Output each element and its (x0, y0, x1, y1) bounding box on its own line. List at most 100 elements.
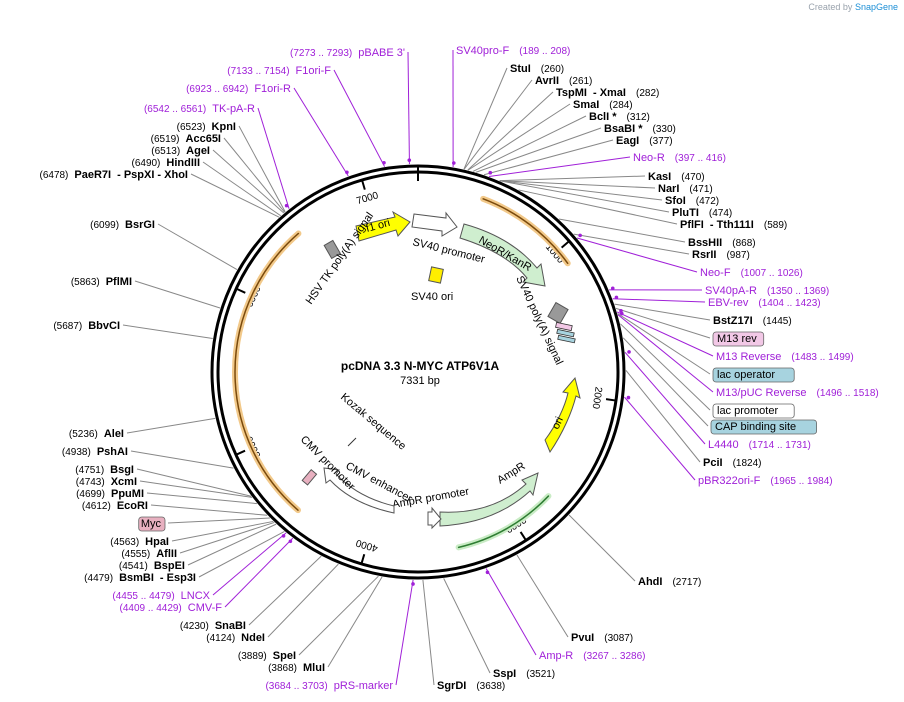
label-bcli[interactable]: BclI *(312) (589, 111, 650, 123)
bsshii-pos: (868) (732, 238, 755, 249)
label-spei[interactable]: (3889)SpeI (238, 650, 296, 662)
m13-rev-box (712, 331, 765, 347)
label-tk-pa-r[interactable]: (6542 .. 6561)TK-pA-R (144, 103, 255, 115)
label-agei[interactable]: (6513)AgeI (151, 145, 210, 157)
label-neo-f[interactable]: Neo-F(1007 .. 1026) (700, 267, 803, 279)
paer7i-name: PaeR7I (74, 169, 111, 181)
label-plu[interactable]: PluTI(474) (672, 207, 732, 219)
l4440-leader (624, 351, 706, 445)
cmv-f-pos: (4409 .. 4429) (120, 603, 182, 614)
ppumi-pos: (4699) (76, 489, 105, 500)
sv40pro-f-text: SV40pro-F(189 .. 208) (456, 45, 570, 57)
label-m13-puc-reverse[interactable]: M13/pUC Reverse(1496 .. 1518) (716, 387, 879, 399)
pflmi-text: (5863)PflMI (71, 276, 132, 288)
label-bsabi[interactable]: BsaBI *(330) (604, 123, 676, 135)
label-sfoi[interactable]: SfoI(472) (665, 195, 719, 207)
feature-hsv-tk-polya[interactable]: HSV TK poly(A) signal (304, 210, 376, 306)
label-hpai[interactable]: (4563)HpaI (110, 536, 169, 548)
cmv-f-text: (4409 .. 4429)CMV-F (120, 602, 223, 614)
label-bsrgi[interactable]: (6099)BsrGI (90, 219, 155, 231)
label-cap-site[interactable]: CAP binding site (710, 419, 817, 435)
feature-sv40-polya[interactable]: SV40 poly(A) signal (513, 274, 569, 367)
ecori-name: EcoRI (117, 500, 148, 512)
label-avrii[interactable]: AvrII(261) (535, 75, 592, 87)
ruler-tick (235, 287, 246, 294)
label-pcii[interactable]: PciI(1824) (703, 457, 761, 469)
label-sgrdi[interactable]: SgrDI(3638) (437, 680, 505, 692)
label-alei[interactable]: (5236)AleI (69, 428, 124, 440)
label-ahdi[interactable]: AhdI(2717) (638, 576, 701, 588)
label-kpni[interactable]: (6523)KpnI (177, 121, 236, 133)
label-sspi[interactable]: SspI(3521) (493, 668, 555, 680)
pflmi-pos: (5863) (71, 277, 100, 288)
feature-f1-ori[interactable]: f1 ori (355, 210, 411, 242)
label-lncx[interactable]: (4455 .. 4479)LNCX (112, 590, 210, 602)
tspmi-extra: - XmaI (593, 87, 626, 99)
label-stui[interactable]: StuI(260) (510, 63, 564, 75)
label-bsgi[interactable]: (4751)BsgI (75, 464, 134, 476)
label-sv40pa-r[interactable]: SV40pA-R(1350 .. 1369) (705, 285, 829, 297)
plasmid-name: pcDNA 3.3 N-MYC ATP6V1A (341, 359, 500, 373)
label-pvui[interactable]: PvuI(3087) (571, 632, 633, 644)
label-rsrii[interactable]: RsrII(987) (692, 249, 750, 261)
label-ecori[interactable]: (4612)EcoRI (82, 500, 148, 512)
label-smai[interactable]: SmaI(284) (573, 99, 633, 111)
bsgi-leader (136, 468, 252, 497)
label-lac-operator[interactable]: lac operator (712, 367, 795, 383)
l4440-text: L4440(1714 .. 1731) (708, 439, 811, 451)
label-bbvci[interactable]: (5687)BbvCI (53, 320, 120, 332)
label-sv40pro-f[interactable]: SV40pro-F(189 .. 208) (456, 45, 570, 57)
pcii-leader (625, 370, 701, 463)
label-kasi[interactable]: KasI(470) (648, 171, 705, 183)
label-pflfi[interactable]: PflFI- Tth111I(589) (680, 219, 787, 231)
sv40pa-r-pos: (1350 .. 1369) (767, 286, 829, 297)
label-acc65i[interactable]: (6519)Acc65I (151, 133, 221, 145)
label-m13-rev[interactable]: M13 rev (712, 331, 765, 347)
label-myc[interactable]: Myc (138, 516, 166, 532)
label-m13-reverse[interactable]: M13 Reverse(1483 .. 1499) (716, 351, 854, 363)
label-prs-marker[interactable]: (3684 .. 3703)pRS-marker (265, 680, 393, 692)
label-tspmi[interactable]: TspMI- XmaI(282) (556, 87, 659, 99)
label-bsshii[interactable]: BssHII(868) (688, 237, 756, 249)
label-l4440[interactable]: L4440(1714 .. 1731) (708, 439, 811, 451)
label-paer7i[interactable]: (6478)PaeR7I- PspXI - XhoI (39, 169, 188, 181)
label-cmv-f[interactable]: (4409 .. 4429)CMV-F (120, 602, 223, 614)
stui-leader (463, 67, 508, 170)
label-bstz17i[interactable]: BstZ17I(1445) (713, 315, 792, 327)
cap-site-name: CAP binding site (715, 421, 796, 433)
label-ndei[interactable]: (4124)NdeI (206, 632, 265, 644)
label-amp-r[interactable]: Amp-R(3267 .. 3286) (539, 650, 646, 662)
label-bsmbi[interactable]: (4479)BsmBI- Esp3I (84, 572, 196, 584)
label-eagi[interactable]: EagI(377) (616, 135, 673, 147)
feature-kozak[interactable]: Kozak sequence (338, 391, 408, 452)
label-f1ori-r[interactable]: (6923 .. 6942)F1ori-R (186, 83, 291, 95)
label-hindiii[interactable]: (6490)HindIII (131, 157, 200, 169)
label-lac-promoter[interactable]: lac promoter (712, 403, 795, 419)
bsabi-text: BsaBI *(330) (604, 123, 676, 135)
label-pflmi[interactable]: (5863)PflMI (71, 276, 132, 288)
label-bspei[interactable]: (4541)BspEI (119, 560, 185, 572)
label-f1ori-f[interactable]: (7133 .. 7154)F1ori-F (227, 65, 331, 77)
feature-sv40-ori[interactable]: SV40 ori (411, 266, 453, 303)
pshai-pos: (4938) (62, 447, 91, 458)
amp-r-text: Amp-R(3267 .. 3286) (539, 650, 646, 662)
label-mlui[interactable]: (3868)MluI (268, 662, 325, 674)
m13-reverse-leader (616, 311, 714, 357)
label-pshai[interactable]: (4938)PshAI (62, 446, 128, 458)
label-snabi[interactable]: (4230)SnaBI (180, 620, 246, 632)
sfoi-text: SfoI(472) (665, 195, 719, 207)
feature-ori[interactable]: ori (544, 376, 581, 454)
label-nari[interactable]: NarI(471) (658, 183, 713, 195)
l4440-primer-mark (627, 350, 631, 354)
label-pbr322ori-f[interactable]: pBR322ori-F(1965 .. 1984) (698, 475, 833, 487)
label-neo-r[interactable]: Neo-R(397 .. 416) (633, 152, 726, 164)
label-xcmi[interactable]: (4743)XcmI (76, 476, 137, 488)
label-aflii[interactable]: (4555)AflII (121, 548, 177, 560)
ebv-rev-text: EBV-rev(1404 .. 1423) (708, 297, 821, 309)
sspi-text: SspI(3521) (493, 668, 555, 680)
bspei-leader (187, 523, 277, 566)
label-ebv-rev[interactable]: EBV-rev(1404 .. 1423) (708, 297, 821, 309)
created-by-text: Created by (808, 2, 853, 12)
label-pbabe-3[interactable]: (7273 .. 7293)pBABE 3' (290, 47, 405, 59)
label-ppumi[interactable]: (4699)PpuMI (76, 488, 144, 500)
